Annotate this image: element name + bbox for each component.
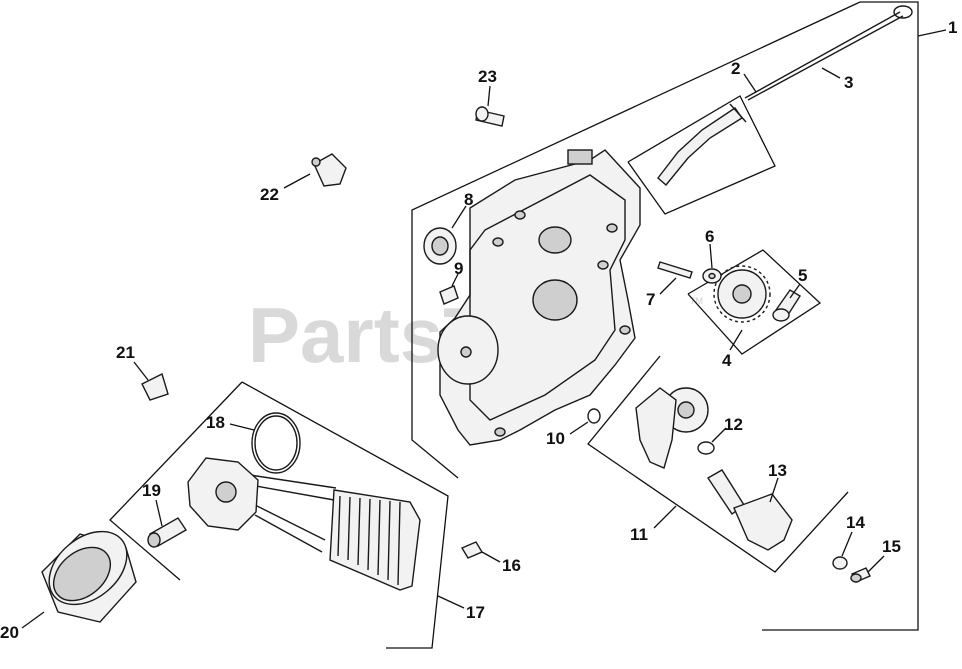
gear-part[interactable]	[713, 265, 771, 323]
oil-pump-assembly-frame	[587, 355, 849, 573]
oil-pump-part[interactable]	[635, 387, 709, 469]
o-ring-part-12[interactable]	[697, 441, 715, 455]
leader-lines	[21, 29, 947, 629]
dipstick-tube-frame	[627, 95, 776, 215]
closure-plate-assembly-frame-right	[762, 1, 919, 631]
callout-17[interactable]: 17	[466, 603, 485, 622]
callout-11[interactable]: 11	[630, 525, 648, 544]
callout-2[interactable]: 2	[731, 59, 740, 78]
callout-4[interactable]: 4	[722, 351, 732, 370]
shaft-part[interactable]	[772, 289, 801, 322]
filter-adapter-part[interactable]	[187, 457, 259, 531]
gasket-ring-part[interactable]	[251, 412, 301, 474]
oil-filter-part[interactable]	[35, 517, 141, 623]
callout-23[interactable]: 23	[478, 67, 497, 86]
o-ring-part-10[interactable]	[587, 408, 601, 424]
callout-14[interactable]: 14	[846, 513, 865, 532]
adapter-nipple-part[interactable]	[147, 517, 187, 548]
callout-13[interactable]: 13	[768, 461, 787, 480]
callout-9[interactable]: 9	[454, 259, 463, 278]
washer-part-6[interactable]	[702, 268, 722, 284]
callout-19[interactable]: 19	[142, 481, 161, 500]
oil-cooler-part[interactable]	[249, 474, 421, 591]
oil-pickup-part[interactable]	[707, 469, 793, 551]
callout-1[interactable]: 1	[948, 18, 957, 37]
callout-8[interactable]: 8	[464, 190, 473, 209]
watermark-trademark: TM	[690, 296, 703, 306]
callout-6[interactable]: 6	[705, 227, 714, 246]
gear-subassembly-frame	[687, 249, 822, 355]
callout-21[interactable]: 21	[116, 343, 135, 362]
screw-part-15[interactable]	[850, 567, 871, 583]
closure-plate-part[interactable]	[437, 149, 641, 446]
oil-seal-part[interactable]	[423, 227, 457, 265]
callout-3[interactable]: 3	[844, 73, 853, 92]
clip-part-21[interactable]	[141, 373, 169, 401]
pin-part-7[interactable]	[657, 261, 693, 279]
callout-12[interactable]: 12	[724, 415, 743, 434]
dipstick-part[interactable]	[744, 5, 913, 101]
callout-16[interactable]: 16	[502, 556, 521, 575]
plug-part-9[interactable]	[439, 285, 459, 305]
callout-labels: 1 2 3 4 5 6 7 8 9 10 11 12 13 14 15 16 1…	[0, 18, 957, 642]
washer-part-14[interactable]	[832, 556, 848, 570]
callout-15[interactable]: 15	[882, 537, 901, 556]
bolt-part-23[interactable]	[475, 106, 505, 127]
oil-pressure-sensor-part[interactable]	[311, 153, 347, 187]
oil-cooler-assembly-frame-right	[241, 381, 449, 649]
oil-cooler-assembly-frame	[109, 381, 243, 581]
callout-18[interactable]: 18	[206, 413, 225, 432]
screw-part-16[interactable]	[460, 541, 484, 559]
dipstick-tube-part[interactable]	[657, 103, 747, 187]
callout-22[interactable]: 22	[260, 185, 279, 204]
callout-7[interactable]: 7	[646, 290, 655, 309]
callout-20[interactable]: 20	[0, 623, 19, 642]
closure-plate-assembly-frame	[411, 1, 861, 479]
callout-5[interactable]: 5	[798, 266, 807, 285]
callout-10[interactable]: 10	[546, 429, 565, 448]
